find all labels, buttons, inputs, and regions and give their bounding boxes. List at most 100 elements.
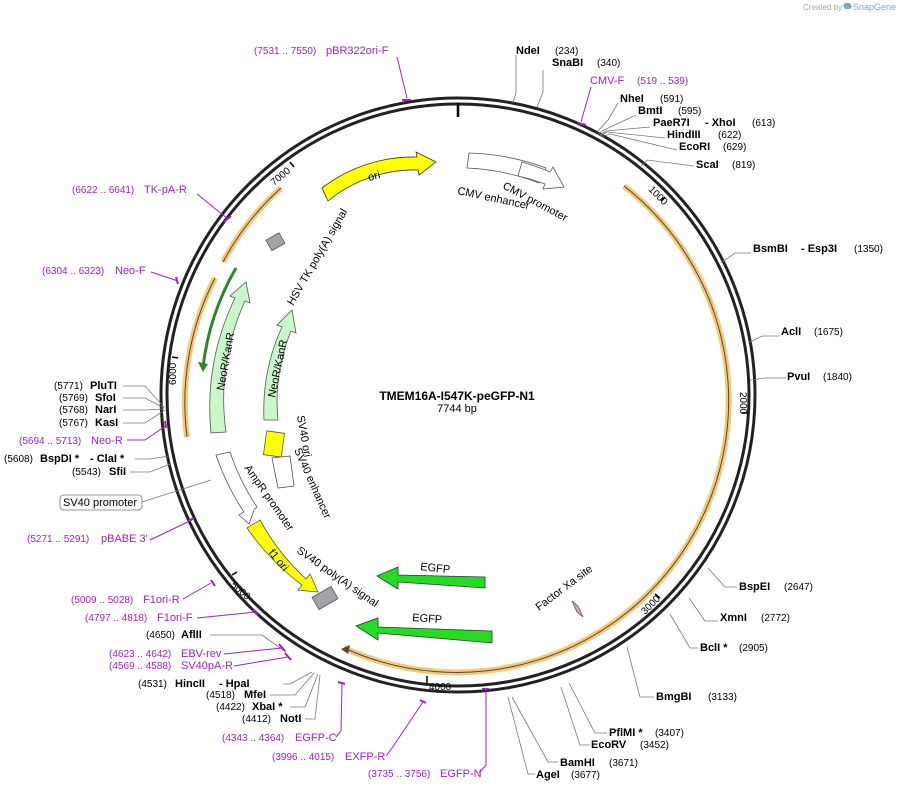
site-pos: (5769) [59, 393, 88, 404]
site-extra: - XhoI [705, 117, 736, 129]
site-bcli[interactable]: BclI * (2905) [700, 642, 768, 654]
site-name: MfeI [244, 689, 266, 701]
site-pos: (622) [718, 130, 741, 141]
site-paer7i-xhoi[interactable]: PaeR7I - XhoI (613) [653, 117, 775, 129]
primer-cmv-f[interactable]: CMV-F (519 .. 539) [590, 75, 688, 87]
egfp-label-1: EGFP [420, 561, 451, 576]
site-name: BspDI * [40, 453, 80, 465]
tick-label-7000: 7000 [269, 165, 293, 188]
egfp-feature-2[interactable]: EGFP [355, 612, 493, 644]
primer-range: (4623 .. 4642) [109, 649, 171, 660]
primer-egfp-n[interactable]: (3735 .. 3756) EGFP-N [368, 768, 482, 780]
site-name: NheI [620, 93, 644, 105]
primer-name: F1ori-F [157, 612, 193, 624]
snapgene-logo-icon [843, 3, 852, 9]
site-nhei[interactable]: NheI (591) [620, 93, 683, 105]
primer-ebv-rev[interactable]: (4623 .. 4642) EBV-rev [109, 648, 222, 660]
site-ecorv[interactable]: EcoRV (3452) [591, 739, 669, 751]
site-xmni[interactable]: XmnI (2772) [720, 612, 790, 624]
factor-xa-feature[interactable]: Factor Xa site [534, 563, 595, 618]
primer-sv40pa-r[interactable]: (4569 .. 4588) SV40pA-R [109, 660, 233, 672]
site-sfii[interactable]: (5543) SfiI [72, 466, 126, 478]
site-bsmbi-esp3i[interactable]: BsmBI - Esp3I (1350) [753, 243, 883, 255]
site-ecori[interactable]: EcoRI (629) [679, 141, 746, 153]
tick-label-6000: 6000 [168, 362, 179, 385]
hsv-tk-label: HSV TK poly(A) signal [285, 207, 350, 308]
primer-egfp-c[interactable]: (4343 .. 4364) EGFP-C [222, 732, 337, 744]
primer-range: (5694 .. 5713) [19, 436, 81, 447]
sv40-enhancer-feature[interactable] [271, 455, 295, 489]
sv40-promoter-label: SV40 promoter [63, 497, 137, 509]
primer-neo-r[interactable]: (5694 .. 5713) Neo-R [19, 435, 123, 447]
sv40-ori-feature[interactable] [262, 430, 286, 458]
site-nari[interactable]: (5768) NarI [59, 404, 116, 416]
site-pos: (4422) [216, 702, 245, 713]
primer-leaders [127, 56, 592, 774]
primer-neo-f[interactable]: (6304 .. 6323) Neo-F [42, 265, 146, 277]
primer-name: EXFP-R [345, 751, 385, 763]
site-pflmi[interactable]: PflMI * (3407) [609, 727, 684, 739]
site-pos: (5771) [54, 381, 83, 392]
site-mfei[interactable]: (4518) MfeI [206, 689, 266, 701]
site-pos: (4531) [138, 679, 167, 690]
primer-range: (3996 .. 4015) [272, 752, 334, 763]
site-bspei[interactable]: BspEI (2647) [739, 581, 813, 593]
plasmid-name: TMEM16A-I547K-peGFP-N1 [379, 389, 535, 403]
primer-range: (519 .. 539) [637, 76, 688, 87]
site-scai[interactable]: ScaI (819) [696, 159, 755, 171]
primer-pbr322ori-f[interactable]: (7531 .. 7550) pBR322ori-F [254, 45, 389, 57]
site-pos: (1675) [814, 327, 843, 338]
site-name: AclI [781, 326, 801, 338]
site-ndei[interactable]: NdeI (234) [516, 45, 578, 57]
ori-label: ori [367, 169, 382, 184]
primer-exfp-r[interactable]: (3996 .. 4015) EXFP-R [272, 751, 385, 763]
site-bspdi-clai[interactable]: (5608) BspDI * - ClaI * [4, 453, 125, 465]
site-hindiii[interactable]: HindIII (622) [667, 129, 741, 141]
primer-f1ori-f[interactable]: (4797 .. 4818) F1ori-F [85, 612, 193, 624]
site-agei[interactable]: AgeI (3677) [536, 769, 600, 781]
site-kasi[interactable]: (5767) KasI [59, 417, 118, 429]
site-pos: (234) [555, 46, 578, 57]
site-name: EcoRV [591, 739, 627, 751]
neor-kanr-feature-inner[interactable]: NeoR/KanR [263, 309, 297, 421]
credit-brand[interactable]: SnapGene [853, 2, 896, 12]
site-hincii-hpai[interactable]: (4531) HincII - HpaI [138, 678, 250, 690]
primer-range: (7531 .. 7550) [254, 46, 316, 57]
primer-range: (3735 .. 3756) [368, 769, 430, 780]
site-bamhi[interactable]: BamHI (3671) [560, 757, 638, 769]
credit-text: Created by [803, 3, 842, 12]
tick-2000: 2000 [737, 392, 748, 415]
site-aflii[interactable]: (4650) AflII [146, 629, 202, 641]
site-name: HincII [175, 678, 205, 690]
sv40-promoter-box[interactable]: SV40 promoter [59, 479, 212, 511]
site-xbai[interactable]: (4422) XbaI * [216, 701, 283, 713]
primer-range: (5271 .. 5291) [27, 534, 89, 545]
primer-tk-pa-r[interactable]: (6622 .. 6641) TK-pA-R [72, 184, 187, 196]
neor-kanr-feature-outer[interactable]: NeoR/KanR [209, 281, 251, 434]
sv40-enhancer-label: SV40 enhancer [291, 446, 333, 520]
site-bmgbi[interactable]: BmgBI (3133) [656, 691, 737, 703]
site-sfoi[interactable]: (5769) SfoI [59, 392, 116, 404]
site-bmti[interactable]: BmtI (595) [638, 105, 701, 117]
plasmid-size: 7744 bp [437, 403, 477, 415]
site-pos: (595) [678, 106, 701, 117]
primer-pbabe-3[interactable]: (5271 .. 5291) pBABE 3' [27, 533, 148, 545]
tick-7000: 7000 [269, 161, 295, 188]
site-acli[interactable]: AclI (1675) [781, 326, 843, 338]
sv40-polya-feature[interactable] [311, 585, 339, 611]
tick-6000: 6000 [168, 356, 179, 385]
primer-name: EBV-rev [181, 648, 222, 660]
hsv-tk-polya-feature[interactable] [265, 232, 286, 252]
egfp-feature-1[interactable]: EGFP [376, 561, 486, 590]
ori-feature[interactable]: ori [321, 151, 437, 202]
orf-arc-neo-inner [198, 267, 238, 372]
site-pvui[interactable]: PvuI (1840) [787, 371, 852, 383]
primer-name: pBR322ori-F [326, 45, 389, 57]
primer-name: Neo-F [115, 265, 146, 277]
site-noti[interactable]: (4412) NotI [242, 713, 301, 725]
site-name: NdeI [516, 45, 540, 57]
site-pluti[interactable]: (5771) PluTI [54, 380, 117, 392]
primer-f1ori-r[interactable]: (5009 .. 5028) F1ori-R [71, 594, 180, 606]
tick-label-2000: 2000 [737, 392, 748, 415]
site-snabi[interactable]: SnaBI (340) [552, 57, 620, 69]
